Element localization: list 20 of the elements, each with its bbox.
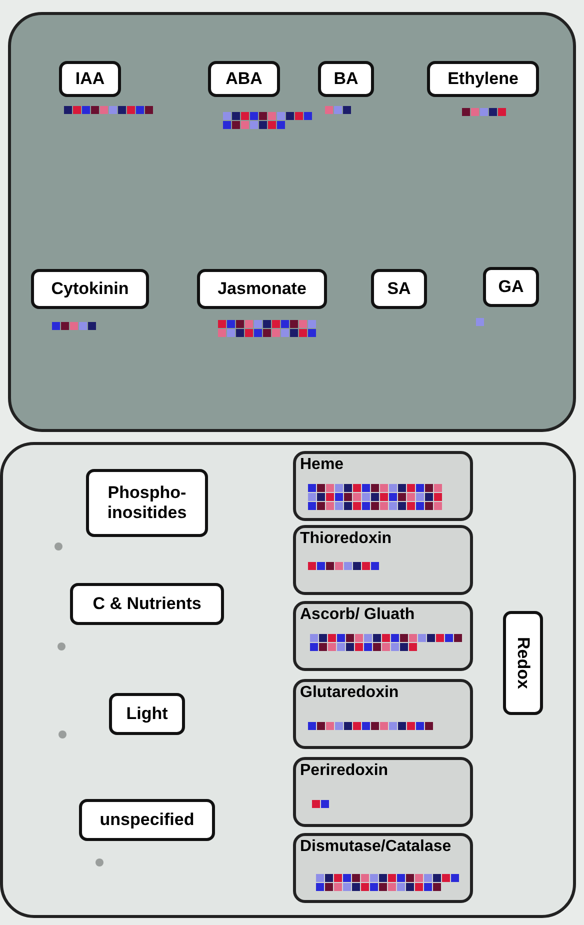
panel-background xyxy=(0,442,576,918)
label-box: SA xyxy=(371,269,427,309)
category-title: Heme xyxy=(300,456,344,474)
category-title: Thioredoxin xyxy=(300,530,392,548)
category-title: Dismutase/Catalase xyxy=(300,838,452,856)
category-box xyxy=(293,601,473,671)
category-title: Ascorb/ Gluath xyxy=(300,606,415,624)
category-box xyxy=(293,757,473,827)
label-box: Light xyxy=(109,693,185,735)
label-box: Phospho- inositides xyxy=(86,469,208,537)
panel-background xyxy=(8,12,576,432)
category-box xyxy=(293,679,473,749)
label-box: Redox xyxy=(503,611,543,715)
category-title: Glutaredoxin xyxy=(300,684,399,702)
category-box xyxy=(293,833,473,903)
category-box xyxy=(293,451,473,521)
category-title: Periredoxin xyxy=(300,762,388,780)
label-box: unspecified xyxy=(79,799,215,841)
category-box xyxy=(293,525,473,595)
label-box: C & Nutrients xyxy=(70,583,224,625)
